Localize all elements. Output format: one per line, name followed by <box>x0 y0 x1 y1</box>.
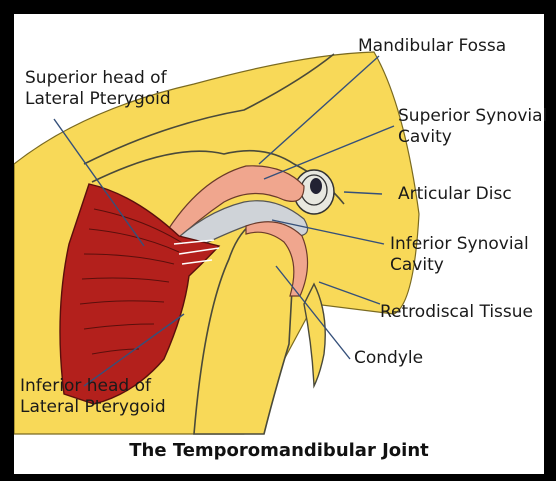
label-superior-synovial: Superior Synovial Cavity <box>398 106 547 148</box>
label-mandibular-fossa: Mandibular Fossa <box>358 36 506 57</box>
label-inferior-synovial: Inferior Synovial Cavity <box>390 234 529 276</box>
label-superior-synovial-line1: Superior Synovial <box>398 106 547 127</box>
label-retrodiscal-tissue: Retrodiscal Tissue <box>380 302 533 323</box>
label-inferior-head-line1: Inferior head of <box>20 376 166 397</box>
label-inferior-synovial-line2: Cavity <box>390 255 529 276</box>
label-superior-head-line2: Lateral Pterygoid <box>25 89 171 110</box>
label-condyle: Condyle <box>354 348 423 369</box>
label-inferior-head: Inferior head of Lateral Pterygoid <box>20 376 166 418</box>
label-superior-head: Superior head of Lateral Pterygoid <box>25 68 171 110</box>
diagram-panel: Mandibular Fossa Superior head of Latera… <box>14 14 544 474</box>
label-inferior-synovial-line1: Inferior Synovial <box>390 234 529 255</box>
diagram-title: The Temporomandibular Joint <box>14 440 544 461</box>
label-inferior-head-line2: Lateral Pterygoid <box>20 397 166 418</box>
label-articular-disc: Articular Disc <box>398 184 512 205</box>
label-superior-synovial-line2: Cavity <box>398 127 547 148</box>
label-superior-head-line1: Superior head of <box>25 68 171 89</box>
